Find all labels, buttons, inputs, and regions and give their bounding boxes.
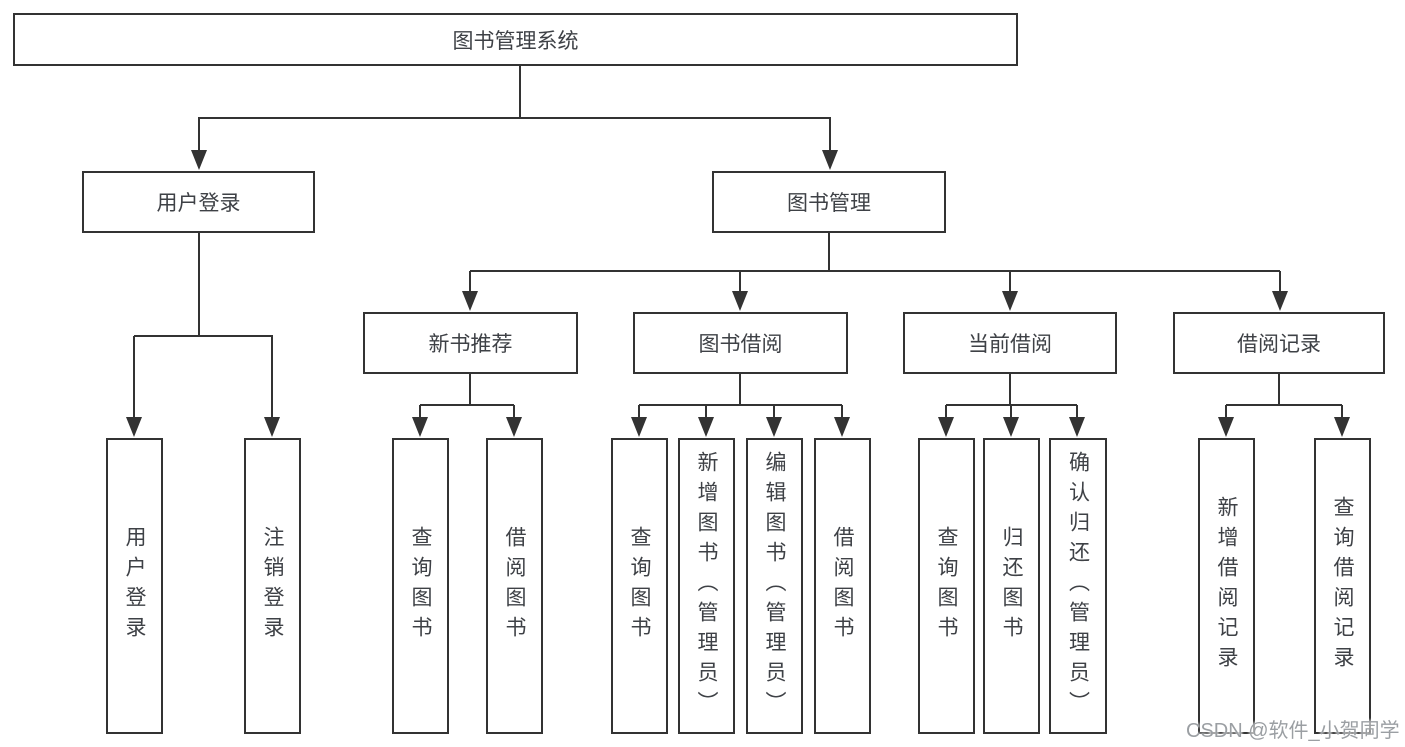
leaf-borrow-books-recommend: 借阅图书 [486, 438, 543, 734]
node-current-borrowing: 当前借阅 [903, 312, 1117, 374]
leaf-confirm-return-admin: 确认归还（管理员） [1049, 438, 1107, 734]
node-label: 用户登录 [156, 192, 241, 215]
node-label: 新增借阅记录 [1215, 496, 1238, 676]
node-label: 归还图书 [1000, 526, 1023, 646]
arrowheads [126, 150, 1350, 437]
node-label: 新书推荐 [428, 333, 513, 356]
leaf-add-borrow-record: 新增借阅记录 [1198, 438, 1255, 734]
leaf-user-login: 用户登录 [106, 438, 163, 734]
leaf-add-book-admin: 新增图书（管理员） [678, 438, 735, 734]
node-label: 查询图书 [935, 526, 958, 646]
node-label: 查询图书 [628, 526, 651, 646]
node-user-login: 用户登录 [82, 171, 315, 233]
node-book-borrowing: 图书借阅 [633, 312, 848, 374]
node-label: 编辑图书（管理员） [763, 451, 786, 721]
node-label: 借阅记录 [1237, 333, 1321, 356]
node-label: 注销登录 [261, 526, 284, 646]
node-label: 用户登录 [123, 526, 146, 646]
node-label: 图书借阅 [698, 333, 783, 356]
leaf-logout: 注销登录 [244, 438, 301, 734]
node-label: 借阅图书 [503, 526, 526, 646]
leaf-query-books-recommend: 查询图书 [392, 438, 449, 734]
leaf-query-borrow-record: 查询借阅记录 [1314, 438, 1371, 734]
node-label: 图书管理 [787, 192, 871, 215]
leaf-query-books-current: 查询图书 [918, 438, 975, 734]
node-new-book-recommend: 新书推荐 [363, 312, 578, 374]
node-label: 当前借阅 [968, 333, 1052, 356]
node-root-system: 图书管理系统 [13, 13, 1018, 66]
csdn-watermark: CSDN @软件_小贺同学 [1186, 720, 1400, 742]
leaf-return-books: 归还图书 [983, 438, 1040, 734]
node-label: 确认归还（管理员） [1066, 451, 1090, 721]
node-book-management: 图书管理 [712, 171, 946, 233]
node-borrow-records: 借阅记录 [1173, 312, 1385, 374]
leaf-borrow-books: 借阅图书 [814, 438, 871, 734]
node-label: 借阅图书 [831, 526, 854, 646]
leaf-edit-book-admin: 编辑图书（管理员） [746, 438, 803, 734]
node-label: 查询借阅记录 [1331, 496, 1354, 676]
node-label: 图书管理系统 [452, 29, 579, 53]
leaf-query-books-borrowing: 查询图书 [611, 438, 668, 734]
node-label: 查询图书 [409, 526, 432, 646]
node-label: 新增图书（管理员） [695, 451, 718, 721]
